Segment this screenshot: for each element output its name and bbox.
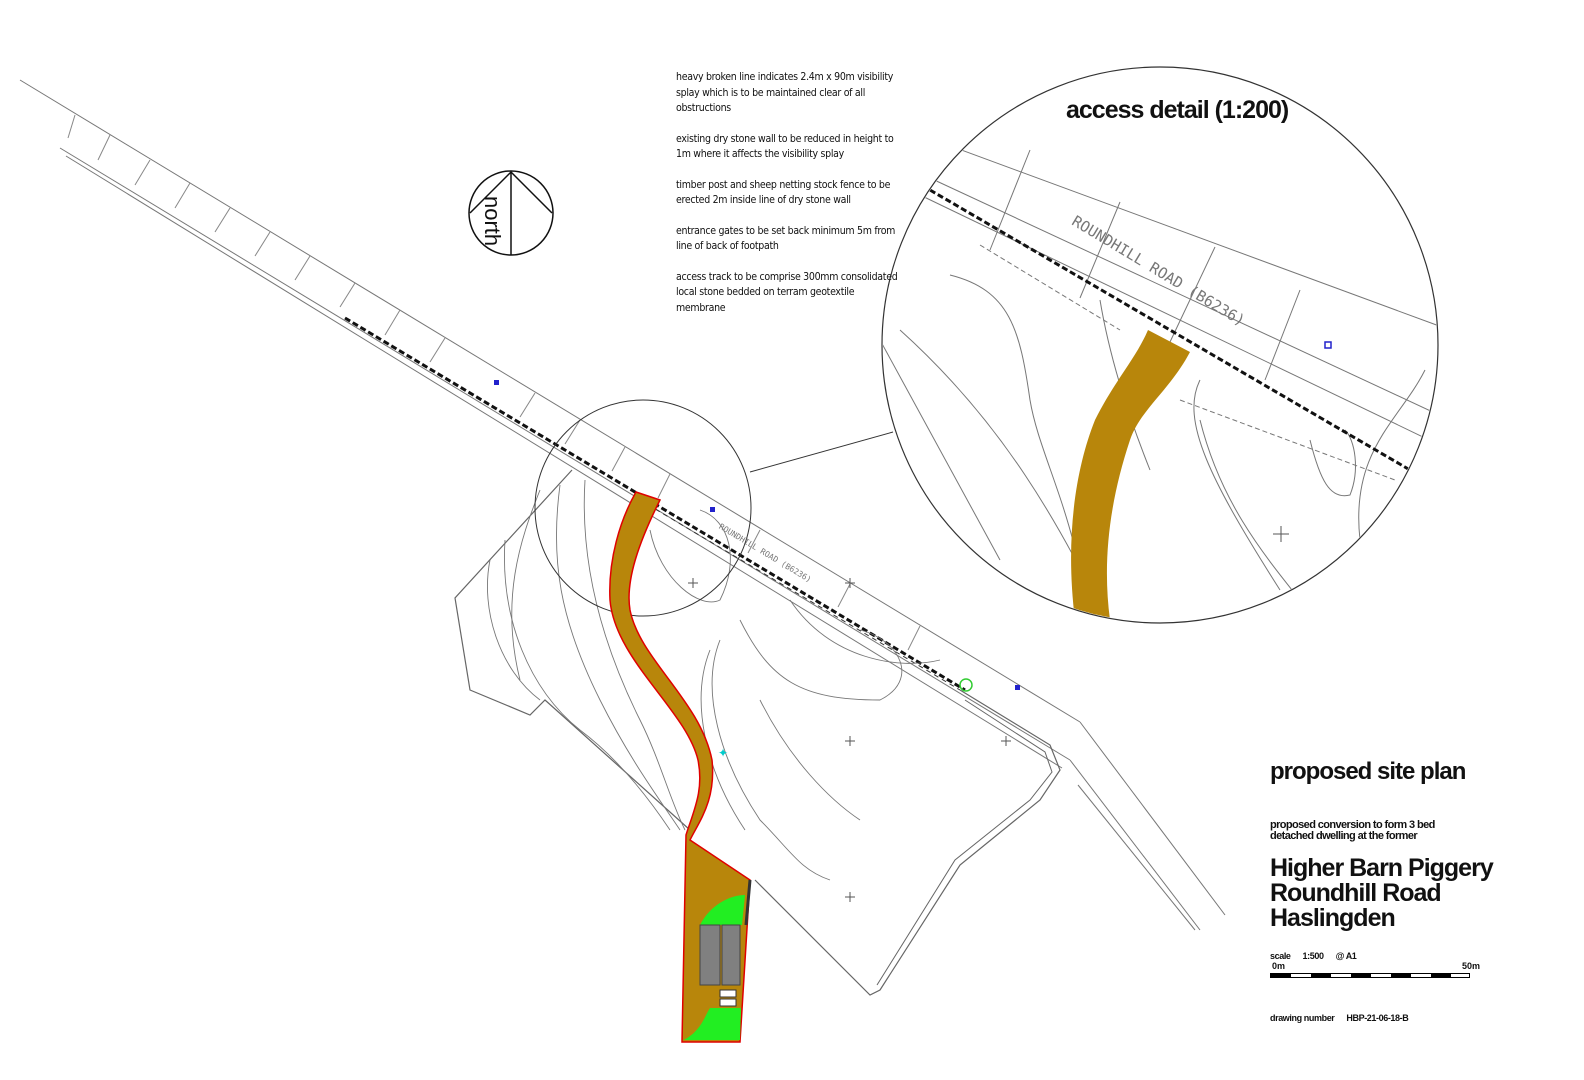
barn-building [699, 924, 721, 986]
garden-area [700, 895, 745, 925]
detail-leader-line [749, 431, 894, 473]
contour-lines [487, 479, 941, 881]
site-name-line: Higher Barn Piggery [1270, 854, 1494, 882]
project-description: proposed conversion to form 3 bed detach… [1270, 819, 1435, 842]
construction-notes: heavy broken line indicates 2.4m x 90m v… [676, 70, 906, 331]
scalebar-end: 50m [1462, 961, 1481, 971]
drawing-number: HBP-21-06-18-B [1346, 1013, 1409, 1023]
parked-car [719, 998, 737, 1007]
site-name: Higher Barn Piggery Roundhill Road Hasli… [1270, 854, 1494, 932]
access-track [609, 491, 751, 1043]
title-block: proposed site plan proposed conversion t… [1270, 758, 1494, 1023]
scale-info: scale 1:500 @ A1 [1270, 951, 1493, 961]
note: timber post and sheep netting stock fenc… [676, 178, 891, 207]
scale-value: 1:500 [1302, 951, 1324, 961]
access-track-detail [1071, 330, 1190, 620]
scalebar-graphic [1270, 973, 1470, 978]
road-lines [19, 79, 1226, 931]
access-detail-drawing [883, 119, 1437, 622]
detail-callout-circle [534, 399, 752, 617]
site-name-line: Haslingden [1270, 904, 1396, 932]
scalebar-start: 0m [1272, 961, 1286, 971]
barn-building [721, 924, 741, 986]
note: access track to be comprise 300mm consol… [676, 270, 898, 314]
note: entrance gates to be set back minimum 5m… [676, 224, 896, 253]
field-boundary [754, 689, 1061, 996]
drawing-title: proposed site plan [1270, 758, 1466, 785]
svg-text:✦: ✦ [718, 746, 728, 760]
north-arrow-icon [468, 170, 554, 256]
site-name-line: Roundhill Road [1270, 879, 1442, 907]
drawing-number-label: drawing number [1270, 1013, 1335, 1023]
drawing-number-row: drawing number HBP-21-06-18-B [1270, 1013, 1493, 1023]
road-boundary-ticks [67, 114, 921, 651]
scale-sheet: @ A1 [1335, 951, 1357, 961]
site-boundary [454, 469, 691, 831]
note: existing dry stone wall to be reduced in… [676, 132, 894, 161]
scale-label: scale [1270, 951, 1291, 961]
garden-area [684, 1008, 741, 1040]
parked-car [719, 989, 737, 998]
fence-line [639, 499, 961, 691]
scale-bar: 0m 50m [1270, 961, 1480, 978]
north-label: north [480, 196, 505, 247]
markers: ✦ [494, 380, 1020, 902]
access-detail-title: access detail (1:200) [1066, 96, 1289, 124]
note: heavy broken line indicates 2.4m x 90m v… [676, 71, 894, 114]
